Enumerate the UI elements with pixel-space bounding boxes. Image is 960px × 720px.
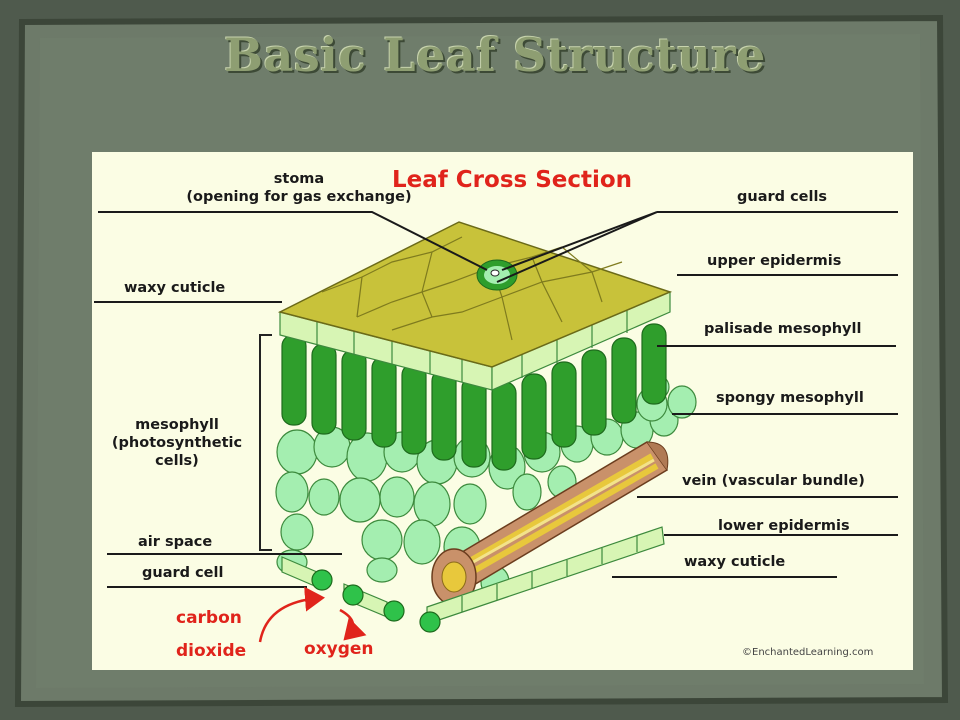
label-mesophyll-sub1: (photosynthetic xyxy=(111,435,243,451)
copyright-notice: ©EnchantedLearning.com xyxy=(742,647,874,658)
label-guard-cells: guard cells xyxy=(737,189,828,205)
label-stoma: stoma (opening for gas exchange) xyxy=(184,170,414,206)
label-waxy-cuticle-top: waxy cuticle xyxy=(124,280,226,296)
label-guard-cell: guard cell xyxy=(142,565,224,581)
waxy-cuticle-top-surface xyxy=(277,221,673,368)
label-mesophyll: mesophyll (photosynthetic cells) xyxy=(92,416,262,470)
label-stoma-subtitle: (opening for gas exchange) xyxy=(186,189,412,205)
vein-vascular-bundle xyxy=(431,441,669,606)
diagram-title: Leaf Cross Section xyxy=(392,167,633,193)
label-palisade-mesophyll: palisade mesophyll xyxy=(704,321,862,337)
label-carbon: carbon xyxy=(176,608,242,628)
slide-title: Basic Leaf Structure xyxy=(224,28,766,82)
guard-cells-bottom xyxy=(311,569,441,633)
label-mesophyll-text: mesophyll xyxy=(135,417,219,433)
label-stoma-text: stoma xyxy=(273,171,325,187)
label-lower-epidermis: lower epidermis xyxy=(718,518,850,534)
carbon-dioxide-arrow xyxy=(258,586,325,643)
label-spongy-mesophyll: spongy mesophyll xyxy=(716,390,864,406)
palisade-mesophyll-cells xyxy=(281,323,667,471)
label-upper-epidermis: upper epidermis xyxy=(707,253,842,269)
leaf-cross-section-drawing xyxy=(94,211,898,643)
label-oxygen: oxygen xyxy=(304,639,374,659)
label-air-space: air space xyxy=(138,534,213,550)
oxygen-arrow xyxy=(339,608,367,641)
leaf-diagram: Leaf Cross Section stoma (opening for ga… xyxy=(92,152,913,670)
label-dioxide: dioxide xyxy=(176,641,247,661)
label-vein: vein (vascular bundle) xyxy=(682,473,865,489)
mesophyll-bracket xyxy=(259,334,272,551)
label-mesophyll-sub2: cells) xyxy=(155,453,199,469)
leader-lines xyxy=(94,211,898,588)
label-waxy-cuticle-bottom: waxy cuticle xyxy=(684,554,786,570)
